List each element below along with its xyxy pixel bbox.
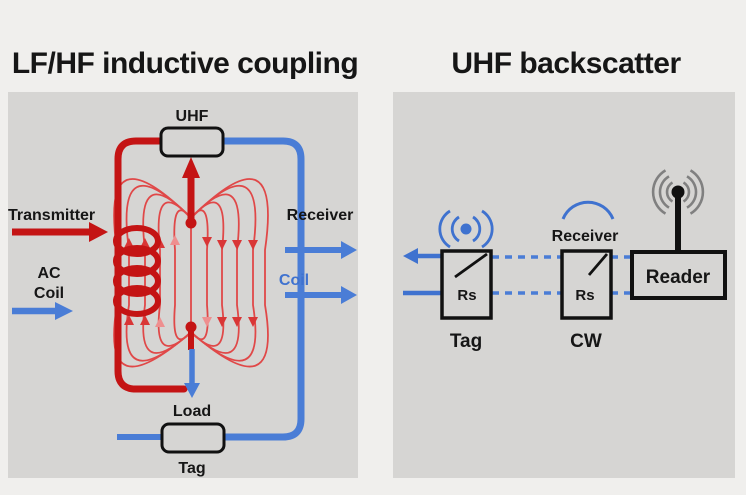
tag-signal-icon [438,209,494,249]
cw-resistor-label: Rs [575,287,594,304]
receiver-output-arrows [285,241,357,304]
ac-coil-label: Coil [34,285,64,302]
transmitter-input-arrow [12,222,108,242]
magnetic-field-lines [113,178,269,368]
uhf-component-box [159,126,225,158]
tag-resistor-label: Rs [457,287,476,304]
receiver-loop-wire [117,137,305,441]
tag-label-left: Tag [178,460,205,477]
ac-input-arrow [12,302,73,320]
load-label: Load [173,403,211,420]
uhf-label: UHF [176,108,209,125]
right-panel: UHF backscatter [393,47,735,478]
right-panel-title: UHF backscatter [451,47,681,80]
rf-dashed-links [492,255,631,295]
cw-box: Rs [560,249,613,320]
transmitter-loop-wire [114,137,188,393]
load-component-box [160,422,226,454]
receiver-label-left: Receiver [287,207,354,224]
reader-box: Reader [630,250,727,300]
coil-label: Coil [279,272,309,289]
tag-label-right: Tag [450,331,482,352]
receiver-arc-icon [561,200,615,220]
receiver-label-right: Receiver [552,228,619,245]
backscatter-arrow [403,248,441,264]
reader-antenna-icon [651,169,705,253]
tag-box: Rs [440,249,493,320]
field-axis-arrow [182,157,200,350]
induced-current-arrow [184,349,200,398]
transmitter-label: Transmitter [8,207,95,224]
cw-label: CW [570,331,602,352]
ac-label: AC [37,265,61,282]
left-panel-title: LF/HF inductive coupling [12,47,358,80]
left-panel: LF/HF inductive coupling [8,47,359,478]
reader-label: Reader [646,267,711,288]
